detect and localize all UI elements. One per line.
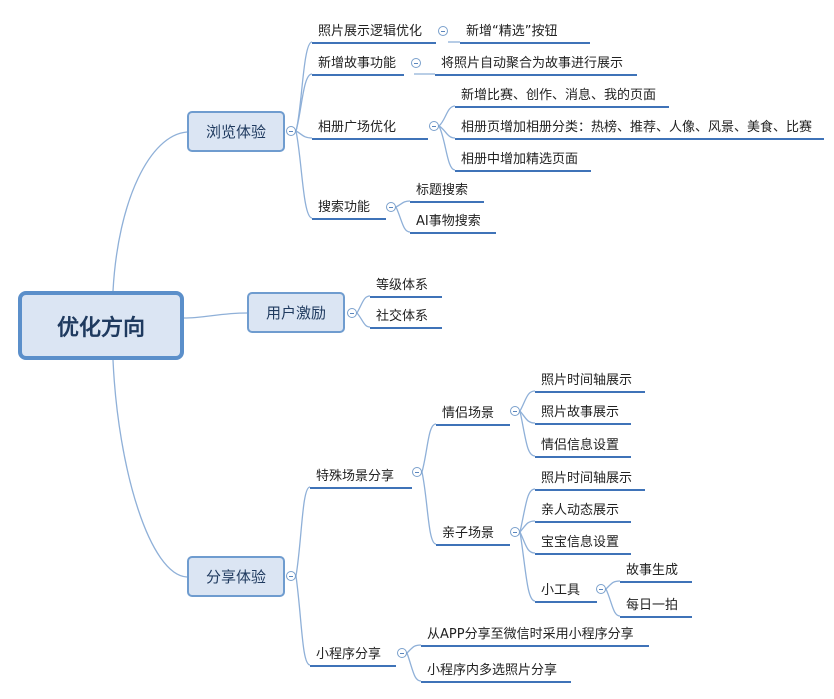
connector-browse-square	[295, 130, 313, 139]
node-family-scene[interactable]: 亲子场景	[436, 524, 510, 546]
connector-couple-item2	[519, 410, 536, 424]
node-photo-logic[interactable]: 照片展示逻辑优化	[312, 22, 436, 44]
collapse-toggle-story[interactable]	[411, 58, 421, 68]
collapse-toggle-family[interactable]	[510, 527, 520, 537]
node-ai-search[interactable]: AI事物搜索	[410, 212, 496, 234]
connector-family-item2	[519, 520, 536, 533]
central-topic[interactable]: 优化方向	[18, 291, 184, 360]
collapse-toggle-incentive[interactable]	[347, 308, 357, 318]
node-tools[interactable]: 小工具	[535, 581, 597, 603]
collapse-toggle-special[interactable]	[412, 467, 422, 477]
collapse-toggle-miniprogram[interactable]	[397, 648, 407, 658]
connector-mini-item2	[406, 652, 422, 682]
connector-family-tools	[519, 531, 536, 602]
connector-special-family	[421, 471, 437, 545]
connector-tools-daily	[605, 588, 621, 617]
node-mini-item-2[interactable]: 小程序内多选照片分享	[421, 661, 571, 683]
connector-family-item1	[519, 488, 536, 533]
connector-central-incentive	[183, 312, 248, 319]
node-special-scene[interactable]: 特殊场景分享	[310, 467, 412, 489]
collapse-toggle-couple[interactable]	[510, 406, 520, 416]
node-family-item-2[interactable]: 亲人动态展示	[535, 501, 631, 523]
connector-couple-item1	[519, 390, 536, 412]
node-couple-item-3[interactable]: 情侣信息设置	[535, 436, 631, 458]
collapse-toggle-square[interactable]	[429, 121, 439, 131]
connector-share-special	[295, 486, 311, 577]
node-tool-story[interactable]: 故事生成	[620, 561, 692, 583]
connector-square-item1	[438, 105, 456, 127]
connector-search-ai	[395, 206, 411, 233]
connector-family-item3	[519, 531, 536, 554]
connector-special-couple	[421, 423, 437, 473]
branch-share[interactable]: 分享体验	[187, 556, 285, 597]
collapse-toggle-search[interactable]	[386, 202, 396, 212]
connector-central-browse	[112, 131, 188, 292]
connector-tools-story	[605, 580, 621, 590]
connector-browse-search	[295, 130, 313, 219]
node-auto-story[interactable]: 将照片自动聚合为故事进行展示	[435, 54, 637, 76]
node-add-featured-button[interactable]: 新增“精选”按钮	[460, 22, 590, 44]
node-couple-item-2[interactable]: 照片故事展示	[535, 403, 631, 425]
collapse-toggle-browse[interactable]	[286, 126, 296, 136]
node-mini-item-1[interactable]: 从APP分享至微信时采用小程序分享	[421, 625, 649, 647]
connector-mini-item1	[406, 644, 422, 654]
node-story-feature[interactable]: 新增故事功能	[312, 54, 404, 76]
node-tool-daily[interactable]: 每日一拍	[620, 596, 692, 618]
branch-incentive[interactable]: 用户激励	[247, 292, 345, 333]
connector-browse-story	[295, 73, 313, 132]
node-search[interactable]: 搜索功能	[312, 198, 386, 220]
node-square-item-2[interactable]: 相册页增加相册分类：热榜、推荐、人像、风景、美食、比赛	[455, 118, 824, 140]
connector-couple-item3	[519, 410, 536, 457]
node-square-item-3[interactable]: 相册中增加精选页面	[455, 150, 591, 172]
connector-share-mini	[295, 575, 311, 666]
collapse-toggle-share[interactable]	[286, 571, 296, 581]
node-square-item-1[interactable]: 新增比赛、创作、消息、我的页面	[455, 86, 669, 108]
node-title-search[interactable]: 标题搜索	[410, 181, 484, 203]
connector-search-title	[395, 200, 411, 208]
connector-central-share	[112, 359, 188, 578]
node-couple-scene[interactable]: 情侣场景	[436, 404, 510, 426]
node-miniprogram[interactable]: 小程序分享	[310, 645, 396, 667]
node-square-optimize[interactable]: 相册广场优化	[312, 118, 428, 140]
node-level-system[interactable]: 等级体系	[370, 276, 442, 298]
node-couple-item-1[interactable]: 照片时间轴展示	[535, 371, 645, 393]
collapse-toggle-photo-logic[interactable]	[438, 26, 448, 36]
connector-square-item3	[438, 125, 456, 171]
connector-incentive-level	[356, 295, 371, 314]
collapse-toggle-tools[interactable]	[596, 584, 606, 594]
connector-square-item2	[438, 125, 456, 139]
node-family-item-3[interactable]: 宝宝信息设置	[535, 533, 631, 555]
branch-browse[interactable]: 浏览体验	[187, 111, 285, 152]
connector-incentive-social	[356, 312, 371, 328]
node-family-item-1[interactable]: 照片时间轴展示	[535, 469, 645, 491]
node-social-system[interactable]: 社交体系	[370, 307, 442, 329]
